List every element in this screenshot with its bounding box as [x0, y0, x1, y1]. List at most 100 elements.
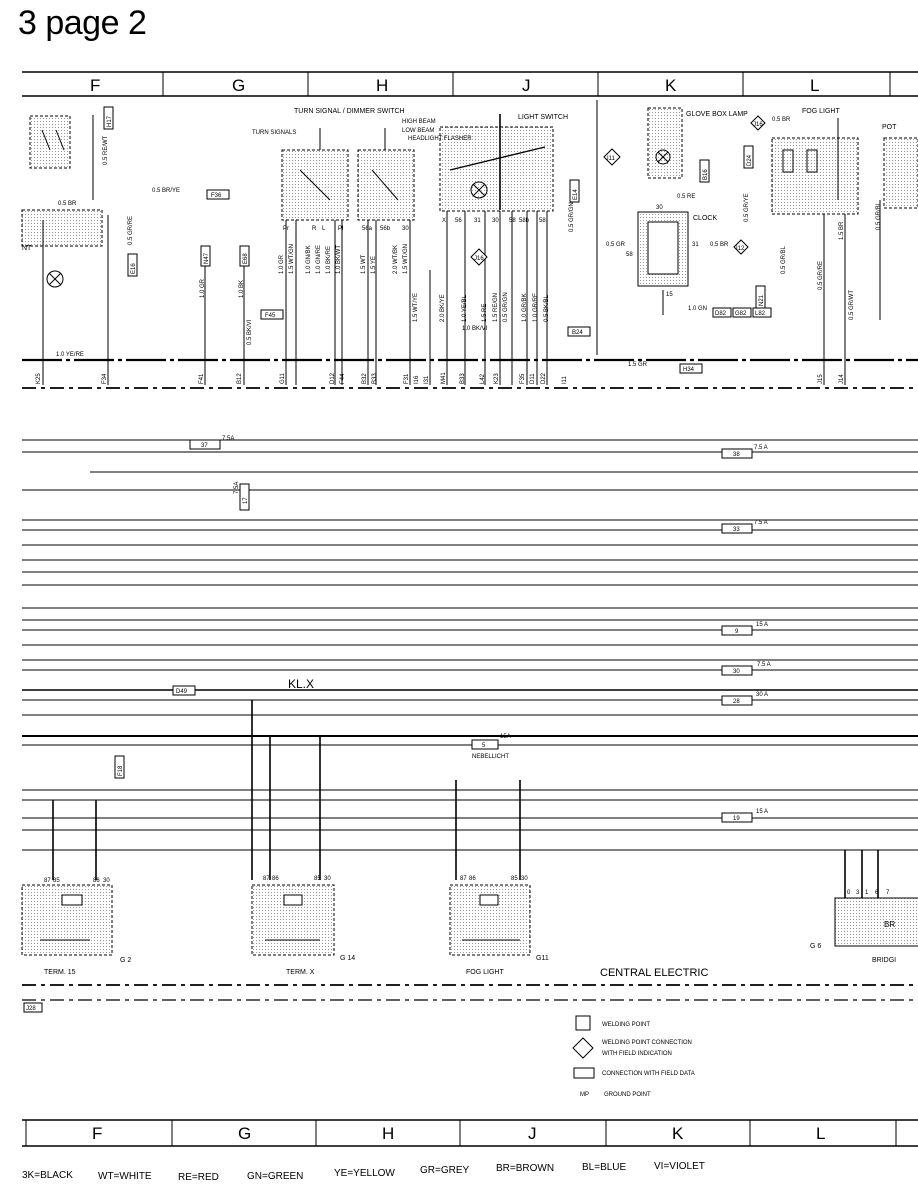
connector-label: G82: [735, 311, 747, 317]
label-glove-box-lamp: GLOVE BOX LAMP: [686, 111, 748, 118]
rail-label: I11: [562, 375, 568, 384]
column-label-j-bottom: J: [528, 1124, 537, 1143]
rail-label: G11: [280, 372, 286, 384]
diamond-label: J16: [753, 122, 763, 128]
connector-label: E16: [131, 263, 137, 274]
label-relay-termx-code: G 14: [340, 955, 355, 962]
connector-label: L82: [755, 311, 766, 317]
diamond-label: J16: [474, 256, 484, 262]
label-nebellicht: NEBELLICHT: [472, 754, 509, 760]
wire-label: 0.5 GR/BL: [876, 201, 882, 230]
relay-pin: 86: [469, 876, 476, 882]
label-bridge-partial: BRIDGI: [872, 957, 896, 964]
rail-label: I31: [424, 375, 430, 384]
wire-label: 2.0 WT/BK: [393, 245, 399, 274]
label-relay-foglight: FOG LIGHT: [466, 969, 504, 976]
fuse-rating: 30 A: [756, 692, 768, 698]
relay-pin: 30: [521, 876, 528, 882]
color-code: BR=BROWN: [496, 1163, 554, 1174]
connector-label: H17: [107, 115, 113, 127]
rail-label: K25: [36, 373, 42, 384]
connector-boxes: [23, 106, 772, 1013]
fuse-rating: 7.5 A: [754, 445, 768, 451]
legend-welding-point: WELDING POINT: [602, 1022, 650, 1028]
connector-label: J28: [26, 1006, 36, 1012]
fuse-number: 19: [733, 816, 740, 822]
wire-label: 1.5 BR: [839, 221, 845, 240]
connector-label: F36: [211, 193, 222, 199]
column-label-h-bottom: H: [382, 1124, 394, 1143]
wire-label: 1.5 WT/GN: [289, 244, 295, 274]
rail-label: K23: [494, 373, 500, 384]
switch-pin: 58: [539, 218, 546, 224]
wire-label: 0.5 GR/RE: [818, 261, 824, 290]
wire-label: 0.5 RE/WT: [103, 135, 109, 165]
rail-label: L42: [480, 373, 486, 384]
fuse-rating: 7.5A: [234, 482, 240, 494]
column-label-k-bottom: K: [672, 1124, 684, 1143]
switch-pin: 31: [474, 218, 481, 224]
fuse-number: 9: [735, 629, 739, 635]
connector-label: H34: [683, 367, 695, 373]
label-kl-x: KL.X: [288, 677, 314, 691]
color-code: GR=GREY: [420, 1165, 470, 1176]
clock-pin: 31: [692, 242, 699, 248]
rail-label: D11: [530, 373, 536, 384]
column-label-h-top: H: [376, 76, 388, 95]
color-code: YE=YELLOW: [334, 1168, 395, 1179]
rail-label: F44: [340, 373, 346, 384]
label-turn-signals: TURN SIGNALS: [252, 130, 296, 136]
color-code: VI=VIOLET: [654, 1161, 705, 1172]
wire-label: 1.0 GR/RE: [533, 293, 539, 322]
fuse-rating: 15 A: [756, 809, 768, 815]
rail-label: B32: [362, 373, 368, 384]
relay-termx: [251, 884, 335, 956]
relay-pin: 87: [263, 876, 270, 882]
wire-label: 1.5 RE: [482, 304, 488, 322]
label-central-electric: CENTRAL ELECTRIC: [600, 967, 708, 979]
rail-label: J14: [839, 374, 845, 384]
legend: [572, 1015, 595, 1079]
wire-label: 1.0 BK/WT: [336, 245, 342, 274]
rail-label: F35: [520, 373, 526, 384]
label-bridge-box: BR: [884, 920, 895, 929]
fuse-rating: 7.5A: [222, 436, 234, 442]
wire-label: 0.5 GR/YE: [744, 193, 750, 222]
column-label-f-top: F: [90, 76, 100, 95]
fuse-number: 33: [733, 527, 740, 533]
label-relay-term15: TERM. 15: [44, 969, 76, 976]
wire-label: 1.5 WT/YE: [413, 293, 419, 322]
connector-label: N21: [759, 294, 765, 306]
rail-label: B12: [237, 373, 243, 384]
wire-label: 1.0 GR: [200, 278, 206, 298]
wire-label: 1.5 RE/GN: [493, 293, 499, 322]
rail-label: D12: [330, 372, 336, 384]
label-light-switch: LIGHT SWITCH: [518, 114, 568, 121]
fuse-rating: 7.5 A: [754, 520, 768, 526]
wire-label: 0.5 GR/RE: [128, 216, 134, 245]
relay-pin: 30: [103, 878, 110, 884]
rail-label: B33: [460, 373, 466, 384]
switch-pin: 56b: [380, 226, 391, 232]
relay-drops: [52, 700, 879, 898]
rail-label: I16: [414, 375, 420, 384]
connector-label: D24: [747, 154, 753, 166]
wire-label: 0.5 BR/YE: [152, 188, 180, 194]
wire-label: 0.5 GR/GN: [503, 292, 509, 322]
label-pot-partial: POT: [882, 124, 897, 131]
color-code: GN=GREEN: [247, 1171, 303, 1182]
rail-label: F41: [199, 373, 205, 384]
switch-pin: Pr: [283, 226, 289, 232]
wire-label: 1.5 WT: [361, 254, 367, 274]
connector-label: F18: [118, 765, 124, 776]
connector-label: B24: [572, 330, 583, 336]
component-outlines: [21, 107, 918, 288]
wire-label: 1.0 GN/BK: [306, 245, 312, 274]
relay-pin: 87: [460, 876, 467, 882]
bridge-pin: 7: [886, 890, 890, 896]
connector-label: F45: [265, 313, 276, 319]
wire-label: 1.5 GR: [628, 362, 648, 368]
legend-connection-field-data: CONNECTION WITH FIELD DATA: [602, 1071, 695, 1077]
wire-label: 1.0 BK/VI: [462, 326, 488, 332]
wire-label: 1.0 GN/RE: [316, 245, 322, 274]
